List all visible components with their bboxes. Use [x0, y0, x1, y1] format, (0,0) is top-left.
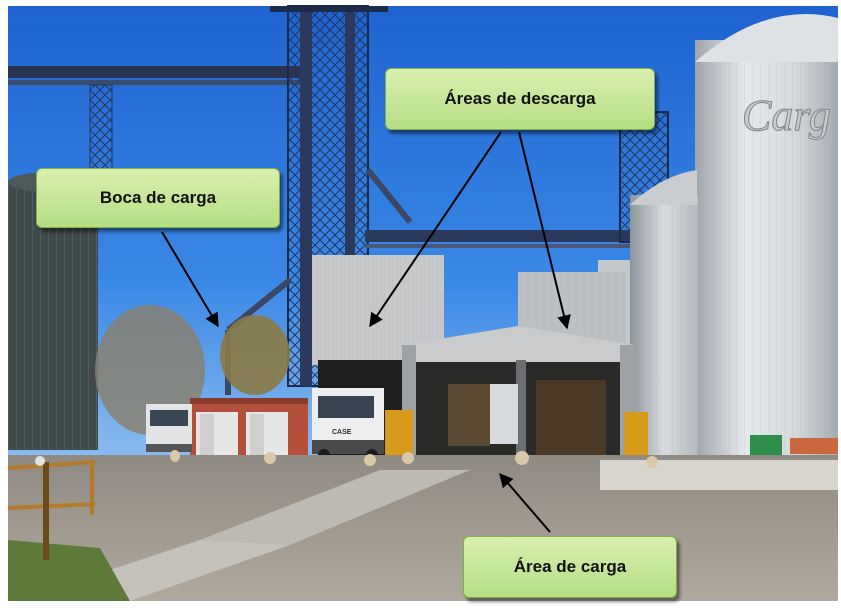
silo-logo: Carg	[742, 91, 831, 140]
callout-unloading-areas-label: Áreas de descarga	[444, 89, 596, 108]
arrow-loading-area	[499, 472, 551, 533]
yellow-booth-center	[385, 410, 413, 458]
callout-loading-area: Área de carga	[463, 536, 677, 598]
callout-loading-mouth: Boca de carga	[36, 168, 280, 228]
railing	[7, 456, 96, 560]
bollards	[170, 450, 658, 468]
brick-office	[190, 398, 308, 460]
arrow-unloading-left	[369, 131, 502, 328]
annotation-arrows	[161, 131, 571, 533]
silo-large-right: Carg	[695, 13, 838, 470]
callout-loading-mouth-label: Boca de carga	[99, 188, 217, 207]
white-truck-center: CASE	[312, 388, 384, 461]
unloading-shed-front	[402, 326, 635, 460]
truck-brand-text: CASE	[332, 429, 352, 436]
overhead-conveyor-left	[8, 66, 308, 171]
yellow-booth-right	[624, 412, 648, 460]
arrow-loading-mouth	[161, 231, 219, 328]
ground	[8, 455, 838, 601]
arrow-unloading-right	[518, 131, 571, 330]
callout-unloading-areas: Áreas de descarga	[385, 68, 655, 130]
callout-loading-area-label: Área de carga	[513, 557, 627, 576]
white-truck-left	[146, 404, 192, 452]
